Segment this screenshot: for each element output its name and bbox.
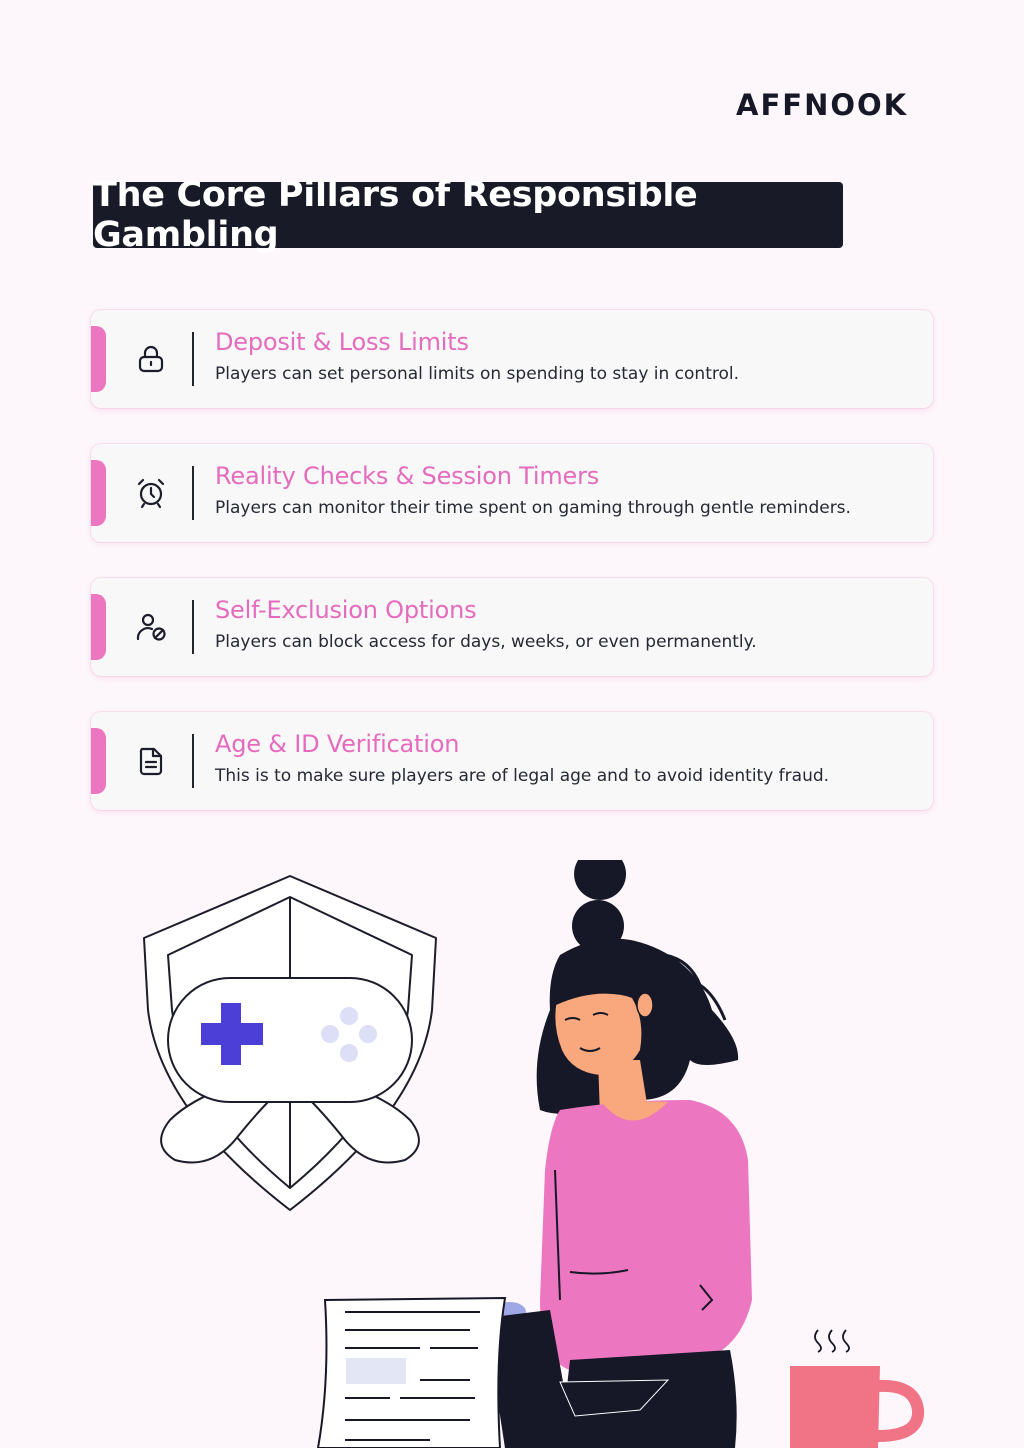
pillar-card-deposit-limits: Deposit & Loss Limits Players can set pe… xyxy=(91,310,933,408)
logo-text: AFFNOOK xyxy=(736,88,908,122)
pillar-description: Players can block access for days, weeks… xyxy=(215,632,757,652)
card-divider xyxy=(192,600,194,654)
dpad-icon xyxy=(201,1003,263,1065)
pillar-card-age-verification: Age & ID Verification This is to make su… xyxy=(91,712,933,810)
gamepad-buttons xyxy=(321,1007,377,1062)
pillar-heading: Self-Exclusion Options xyxy=(215,596,477,624)
card-accent xyxy=(91,326,106,392)
user-block-icon xyxy=(136,613,166,641)
document-icon xyxy=(139,747,163,776)
shield-gamepad-illustration xyxy=(143,875,437,1211)
affnook-logo: AFFNOOK xyxy=(736,88,908,122)
pillar-heading: Reality Checks & Session Timers xyxy=(215,462,600,490)
pillar-description: Players can monitor their time spent on … xyxy=(215,498,851,518)
card-accent xyxy=(91,460,106,526)
alarm-clock-icon xyxy=(137,478,165,509)
card-accent xyxy=(91,728,106,794)
card-divider xyxy=(192,332,194,386)
illustration xyxy=(143,860,925,1448)
page-title: The Core Pillars of Responsible Gambling xyxy=(93,175,698,255)
card-divider xyxy=(192,734,194,788)
laptop-illustration xyxy=(485,1310,670,1448)
pillar-card-reality-checks: Reality Checks & Session Timers Players … xyxy=(91,444,933,542)
paper-document-illustration xyxy=(316,1296,507,1448)
page-title-banner: The Core Pillars of Responsible Gambling xyxy=(93,175,843,255)
card-divider xyxy=(192,466,194,520)
pillar-heading: Age & ID Verification xyxy=(215,730,460,758)
coffee-mug-illustration xyxy=(790,1329,925,1448)
pillar-description: This is to make sure players are of lega… xyxy=(215,766,830,786)
pillar-card-self-exclusion: Self-Exclusion Options Players can block… xyxy=(91,578,933,676)
pillar-heading: Deposit & Loss Limits xyxy=(215,328,469,356)
card-accent xyxy=(91,594,106,660)
woman-illustration xyxy=(494,860,752,1448)
lock-icon xyxy=(138,345,164,373)
pillar-description: Players can set personal limits on spend… xyxy=(215,364,740,384)
